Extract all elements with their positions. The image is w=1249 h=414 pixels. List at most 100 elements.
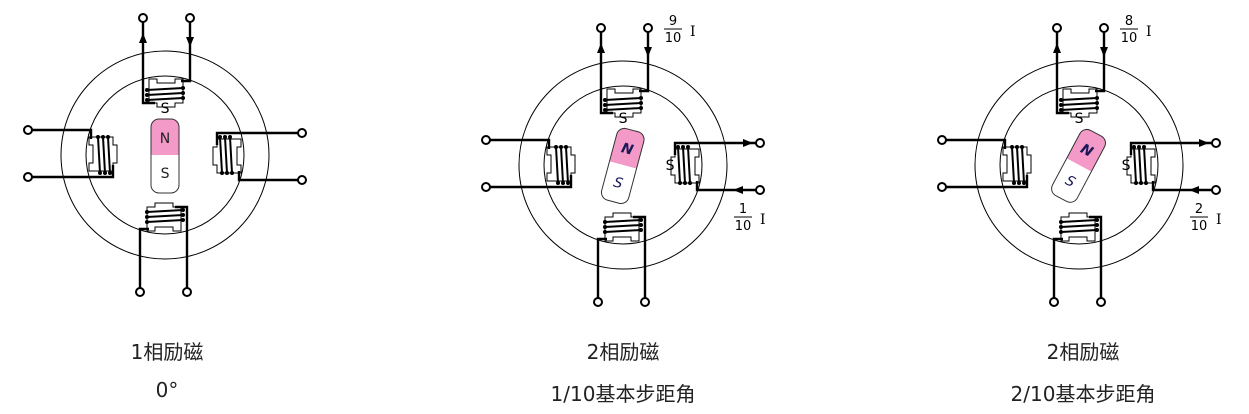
terminal — [937, 182, 947, 192]
coil-winding — [1060, 107, 1098, 111]
coil-end — [603, 98, 607, 102]
coil-end — [1095, 101, 1099, 105]
coil-end — [1059, 108, 1063, 112]
coil-winding — [677, 146, 681, 184]
coil-end — [181, 86, 185, 90]
pole-left — [481, 135, 576, 192]
terminal — [138, 13, 148, 23]
coil-end — [1017, 181, 1021, 185]
coil-end — [678, 181, 682, 185]
coil-end — [98, 171, 102, 175]
pole-bottom — [135, 202, 192, 297]
coil-end — [1142, 145, 1146, 149]
coil-winding — [604, 219, 642, 223]
lead-wire — [1055, 28, 1069, 115]
coil-end — [1144, 181, 1148, 185]
coil-end — [639, 96, 643, 100]
coil-end — [1095, 223, 1099, 227]
pole-top: S — [596, 23, 653, 127]
magnet-north-half — [151, 119, 179, 155]
coil-end — [639, 106, 643, 110]
rotor-magnet: NS — [150, 118, 180, 194]
pole-left — [937, 135, 1032, 192]
coil-winding — [219, 136, 223, 174]
fraction-numerator: 8 — [1125, 14, 1133, 29]
pole-top: S — [1052, 23, 1109, 127]
lead-wire — [1052, 237, 1063, 302]
coil-end — [218, 135, 222, 139]
coil-end — [101, 135, 105, 139]
terminal — [297, 128, 307, 138]
terminal — [1099, 23, 1109, 33]
lead-wire — [1089, 215, 1103, 302]
coil-end — [145, 88, 149, 92]
caption-2: 2相励磁 — [586, 340, 660, 364]
fraction-denominator: 10 — [735, 219, 752, 234]
coil-end — [556, 181, 560, 185]
pole-right: S — [666, 138, 765, 195]
coil-end — [181, 91, 185, 95]
stator-inner-circle — [85, 75, 245, 235]
fraction-numerator: 2 — [1195, 202, 1203, 217]
coil-end — [225, 171, 229, 175]
coil-end — [1132, 145, 1136, 149]
coil-end — [603, 103, 607, 107]
magnet-south-half — [151, 155, 179, 193]
terminal — [135, 287, 145, 297]
coil-winding — [146, 209, 184, 213]
coil-end — [603, 108, 607, 112]
coil-end — [96, 135, 100, 139]
lead-wire — [639, 28, 650, 93]
coil-end — [1022, 181, 1026, 185]
lead-wire — [599, 28, 613, 115]
coil-end — [220, 171, 224, 175]
pole-label: S — [666, 158, 675, 174]
lead-wire — [673, 141, 760, 155]
coil-winding — [146, 87, 184, 91]
magnet-outline — [600, 127, 645, 205]
coil-end — [603, 230, 607, 234]
coil-end — [108, 171, 112, 175]
current-arrow-down — [1100, 47, 1108, 57]
coil-end — [1020, 145, 1024, 149]
coil-end — [639, 223, 643, 227]
lead-wire — [215, 131, 302, 145]
current-arrow-left — [1189, 186, 1199, 194]
current-arrow-left — [733, 186, 743, 194]
terminal — [481, 182, 491, 192]
lead-wire — [28, 128, 93, 139]
rotor-magnet: NS — [1051, 128, 1106, 203]
fraction-denominator: 10 — [665, 31, 682, 46]
coil-end — [1059, 220, 1063, 224]
coil-winding — [687, 146, 691, 184]
coil-end — [223, 135, 227, 139]
terminal — [481, 135, 491, 145]
coil-end — [676, 145, 680, 149]
coil-end — [683, 181, 687, 185]
coil-end — [1059, 103, 1063, 107]
lead-wire — [486, 175, 573, 189]
terminal — [182, 287, 192, 297]
coil-winding — [1060, 224, 1098, 228]
coil-end — [230, 171, 234, 175]
coil-end — [103, 171, 107, 175]
terminal — [755, 138, 765, 148]
stator-outer-circle — [518, 60, 728, 270]
lead-wire — [141, 18, 155, 105]
coil-end — [561, 181, 565, 185]
pole-label: S — [1122, 158, 1131, 174]
coil-end — [1139, 181, 1143, 185]
lead-wire — [1129, 141, 1216, 155]
coil-winding — [604, 102, 642, 106]
pole-right: S — [1122, 138, 1221, 195]
current-arrow-up — [597, 43, 605, 53]
coil-winding — [146, 214, 184, 218]
terminal — [23, 172, 33, 182]
magnet-south-label: S — [612, 174, 625, 192]
coil-end — [181, 213, 185, 217]
terminal — [640, 297, 650, 307]
coil-end — [228, 135, 232, 139]
coil-end — [181, 218, 185, 222]
